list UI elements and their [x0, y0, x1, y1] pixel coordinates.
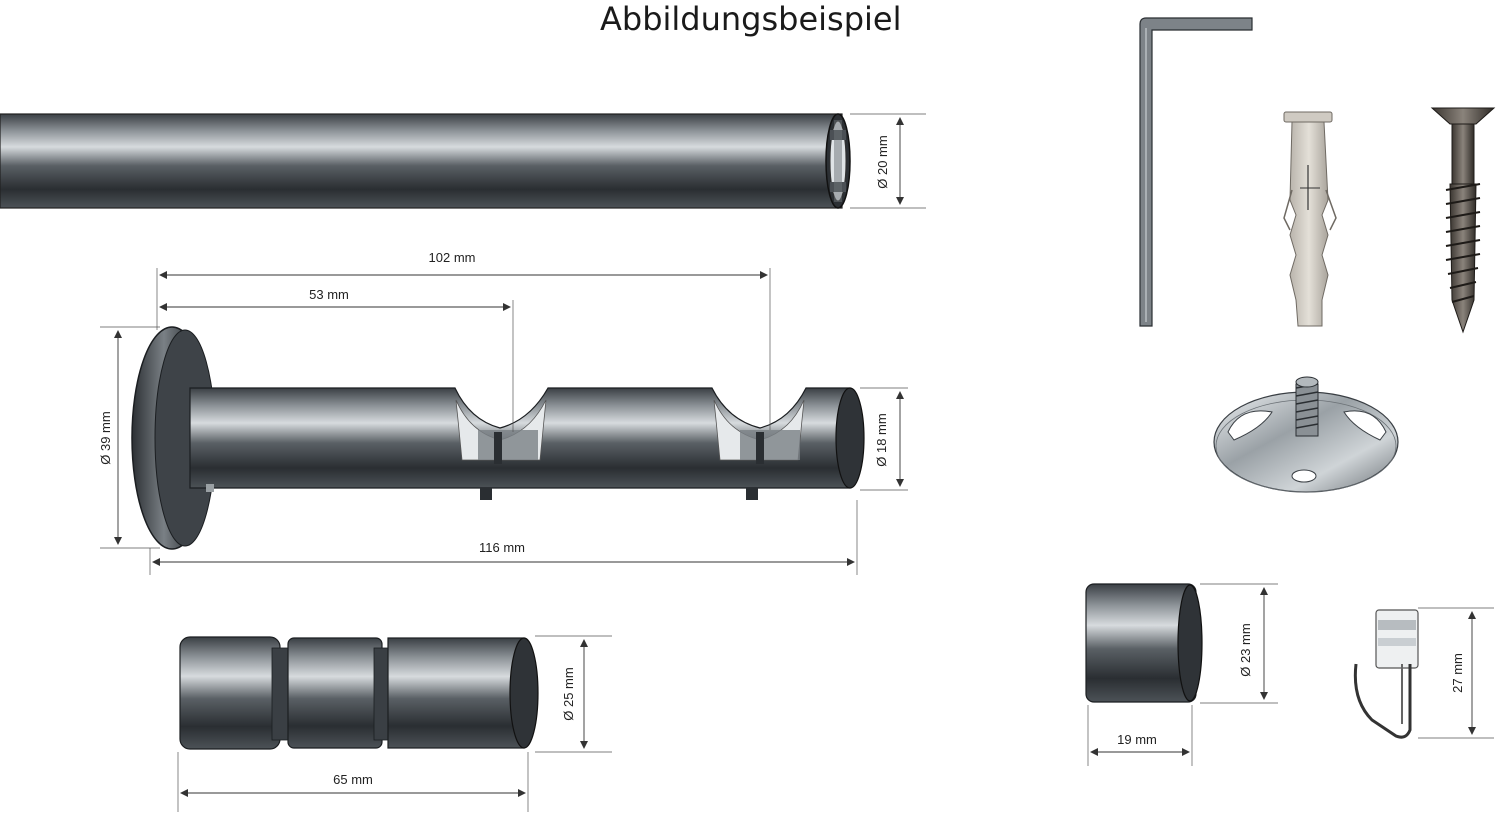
allen-key — [1139, 17, 1253, 327]
finial-diameter-label: Ø 25 mm — [561, 667, 576, 720]
finial — [179, 636, 539, 750]
double-bracket — [131, 326, 865, 550]
bracket-tube-diameter-dimension: Ø 18 mm — [860, 387, 908, 491]
end-cap-diameter-dimension: Ø 23 mm — [1200, 583, 1278, 704]
end-cap-length-dimension: 19 mm — [1087, 705, 1193, 766]
bracket-length-102-dimension: 102 mm — [156, 250, 771, 430]
wall-plug — [1283, 111, 1337, 327]
mounting-plate — [1213, 376, 1399, 493]
bracket-tube-diameter-label: Ø 18 mm — [874, 413, 889, 466]
bracket-length-53-dimension: 53 mm — [159, 287, 514, 432]
curtain-glider — [1353, 609, 1419, 739]
bracket-plate-diameter-label: Ø 39 mm — [98, 411, 113, 464]
finial-diameter-dimension: Ø 25 mm — [535, 635, 612, 753]
page-title: Abbildungsbeispiel — [600, 0, 902, 38]
curtain-rod — [0, 113, 851, 209]
bracket-length-116-dimension: 116 mm — [149, 500, 858, 575]
finial-length-label: 65 mm — [333, 772, 373, 787]
end-cap — [1085, 583, 1203, 703]
bracket-length-116-label: 116 mm — [479, 540, 525, 555]
end-cap-length-label: 19 mm — [1117, 732, 1157, 747]
finial-length-dimension: 65 mm — [177, 752, 529, 812]
end-cap-diameter-label: Ø 23 mm — [1238, 623, 1253, 676]
rod-diameter-dimension: Ø 20 mm — [850, 113, 926, 209]
rod-diameter-label: Ø 20 mm — [875, 135, 890, 188]
screw — [1430, 107, 1496, 334]
bracket-length-102-label: 102 mm — [429, 250, 476, 265]
glider-height-dimension: 27 mm — [1418, 607, 1494, 739]
bracket-length-53-label: 53 mm — [309, 287, 349, 302]
glider-height-label: 27 mm — [1450, 653, 1465, 693]
